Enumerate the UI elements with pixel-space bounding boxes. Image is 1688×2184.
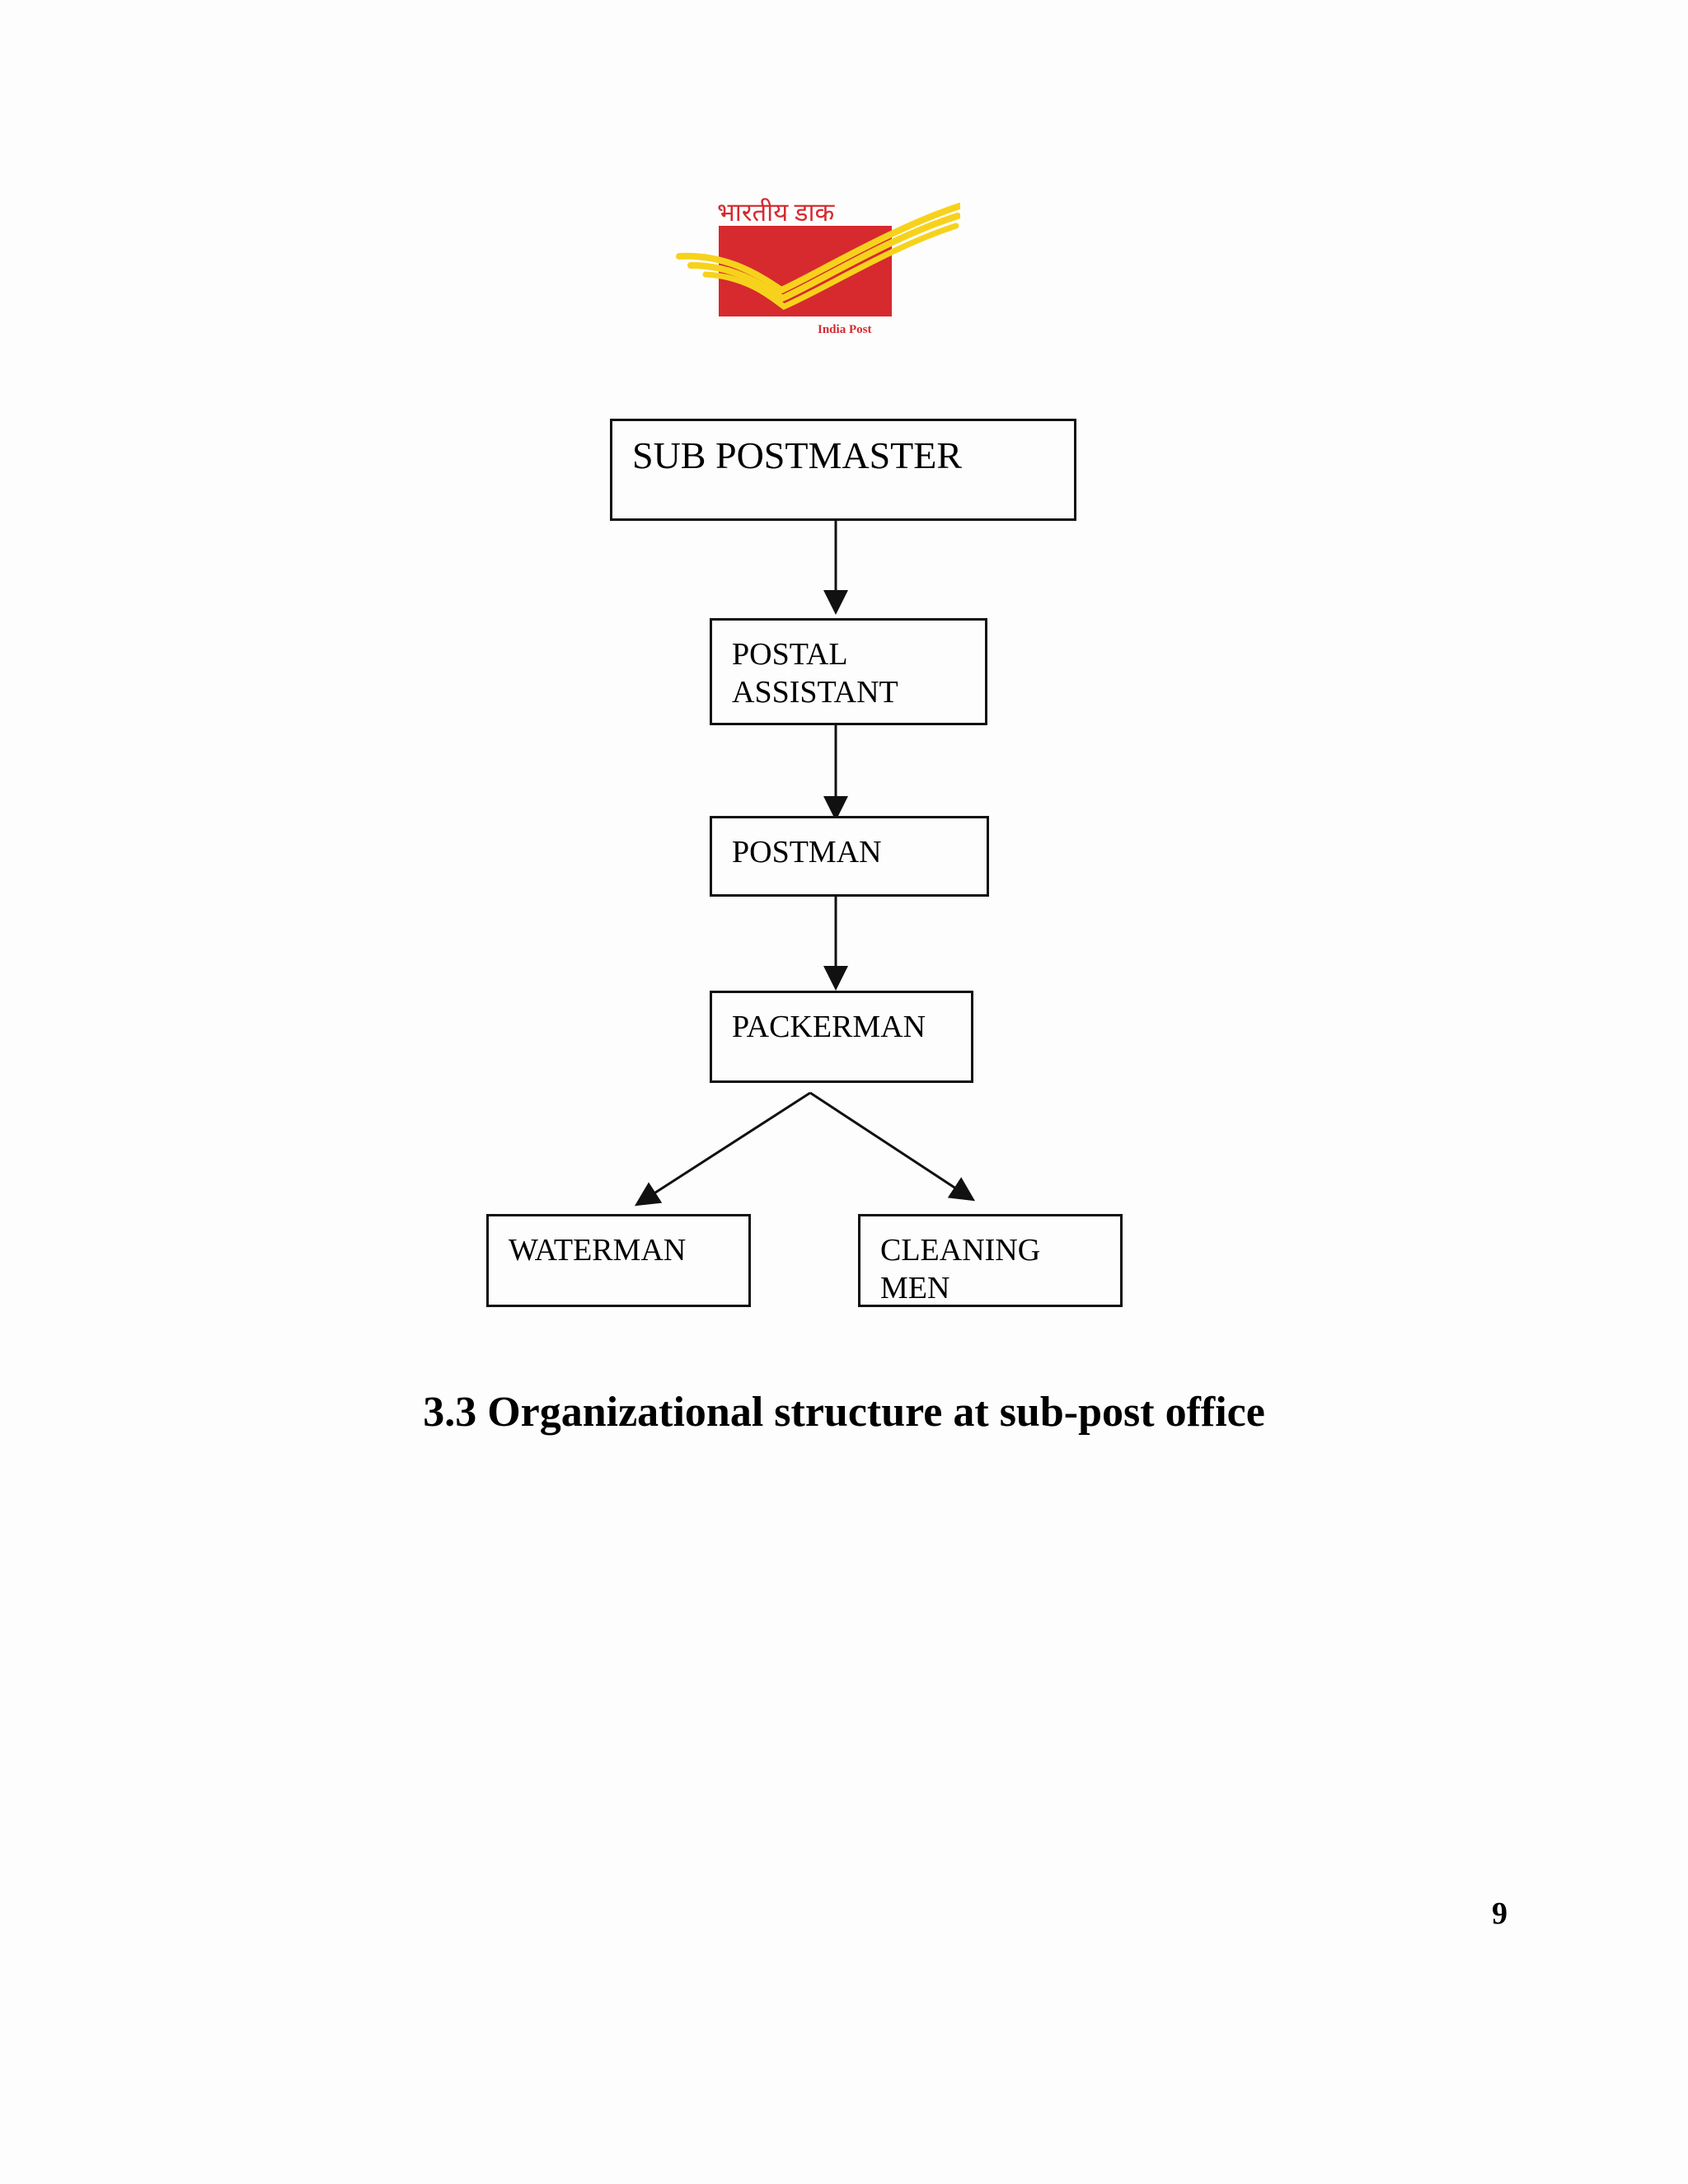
connector-packerman-to-waterman bbox=[634, 1091, 811, 1207]
logo-english-text: India Post bbox=[818, 323, 871, 336]
logo-stripe-one bbox=[676, 203, 960, 294]
logo-stripe-three bbox=[702, 223, 959, 311]
connector-packerman-to-cleaning-men bbox=[809, 1091, 976, 1202]
logo-hindi-text: भारतीय डाक bbox=[717, 198, 836, 227]
figure-caption: 3.3 Organizational structure at sub-post… bbox=[423, 1389, 1265, 1436]
node-postman: POSTMAN bbox=[710, 816, 989, 897]
india-post-logo: भारतीय डाक India Post bbox=[676, 196, 960, 336]
page-number: 9 bbox=[1492, 1896, 1507, 1931]
india-post-logo-graphic: भारतीय डाक India Post bbox=[676, 198, 960, 336]
node-waterman: WATERMAN bbox=[486, 1214, 751, 1307]
node-postal-assistant: POSTAL ASSISTANT bbox=[710, 618, 987, 725]
node-cleaning-men: CLEANING MEN bbox=[858, 1214, 1123, 1307]
logo-stripe-two bbox=[687, 213, 960, 302]
node-packerman: PACKERMAN bbox=[710, 991, 973, 1083]
node-sub-postmaster: SUB POSTMASTER bbox=[610, 419, 1076, 521]
